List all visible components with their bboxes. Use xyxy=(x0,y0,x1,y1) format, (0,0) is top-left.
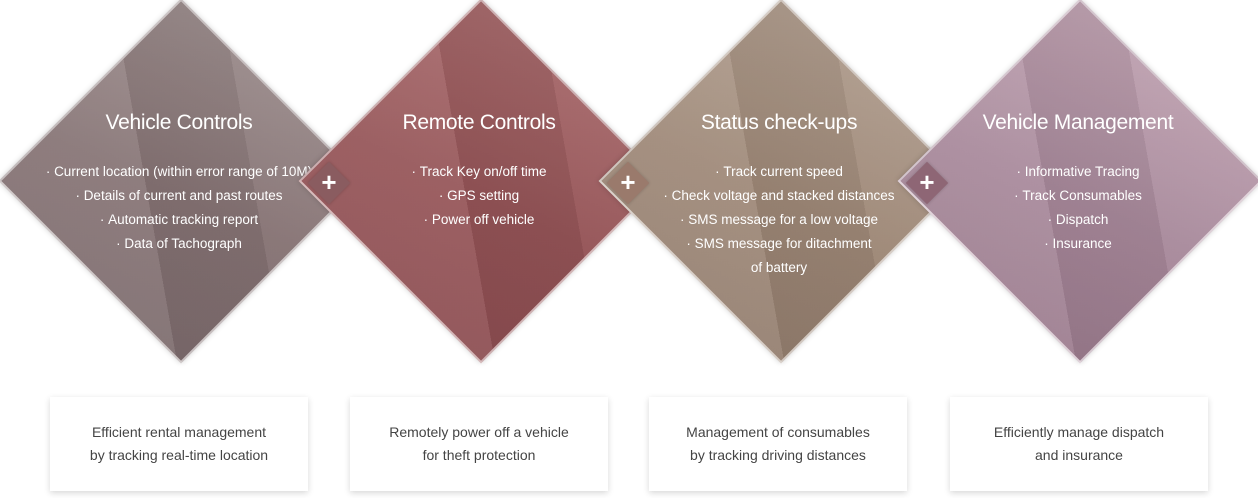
plus-icon: + xyxy=(321,167,337,197)
diamond-content: Remote Controls Track Key on/off time GP… xyxy=(300,0,658,358)
plus-icon: + xyxy=(919,167,935,197)
list-item: Check voltage and stacked distances xyxy=(600,184,958,208)
diamond-content: Status check-ups Track current speed Che… xyxy=(600,0,958,358)
feature-status-check-ups: Status check-ups Track current speed Che… xyxy=(598,0,964,364)
feature-title: Vehicle Management xyxy=(982,111,1174,134)
feature-list: Track Key on/off time GPS setting Power … xyxy=(300,160,658,232)
benefit-card: Management of consumables by tracking dr… xyxy=(649,397,907,491)
plus-icon: + xyxy=(620,167,636,197)
feature-list: Current location (within error range of … xyxy=(0,160,358,256)
list-item: Automatic tracking report xyxy=(0,208,358,232)
list-item: Track current speed xyxy=(600,160,958,184)
list-item: Power off vehicle xyxy=(300,208,658,232)
list-item: Informative Tracing xyxy=(899,160,1257,184)
list-item: Dispatch xyxy=(899,208,1257,232)
feature-title: Remote Controls xyxy=(402,111,556,134)
benefit-card: Remotely power off a vehicle for theft p… xyxy=(350,397,608,491)
benefit-text: Efficiently manage dispatch and insuranc… xyxy=(993,424,1165,463)
list-item: SMS message for a low voltage xyxy=(600,208,958,232)
list-item-continuation: of battery xyxy=(750,260,808,275)
feature-vehicle-controls: Vehicle Controls Current location (withi… xyxy=(0,0,364,364)
benefit-card: Efficiently manage dispatch and insuranc… xyxy=(950,397,1208,491)
feature-vehicle-management: Vehicle Management Informative Tracing T… xyxy=(897,0,1258,364)
feature-title: Vehicle Controls xyxy=(105,111,253,134)
list-item: Data of Tachograph xyxy=(0,232,358,256)
list-item: Insurance xyxy=(899,232,1257,256)
list-item: Track Consumables xyxy=(899,184,1257,208)
list-item: GPS setting xyxy=(300,184,658,208)
benefit-text: Efficient rental management by tracking … xyxy=(89,424,269,463)
list-item: Track Key on/off time xyxy=(300,160,658,184)
benefit-card: Efficient rental management by tracking … xyxy=(50,397,308,491)
list-item: Details of current and past routes xyxy=(0,184,358,208)
feature-list: Informative Tracing Track Consumables Di… xyxy=(899,160,1257,256)
diamond-content: Vehicle Management Informative Tracing T… xyxy=(899,0,1257,358)
list-item: Current location (within error range of … xyxy=(0,160,358,184)
diamond-content: Vehicle Controls Current location (withi… xyxy=(0,0,358,358)
benefit-text: Management of consumables by tracking dr… xyxy=(686,424,870,463)
feature-remote-controls: Remote Controls Track Key on/off time GP… xyxy=(298,0,664,364)
feature-list: Track current speed Check voltage and st… xyxy=(600,160,958,280)
benefit-text: Remotely power off a vehicle for theft p… xyxy=(389,424,569,463)
feature-title: Status check-ups xyxy=(700,111,858,134)
list-item: SMS message for ditachment xyxy=(600,232,958,256)
